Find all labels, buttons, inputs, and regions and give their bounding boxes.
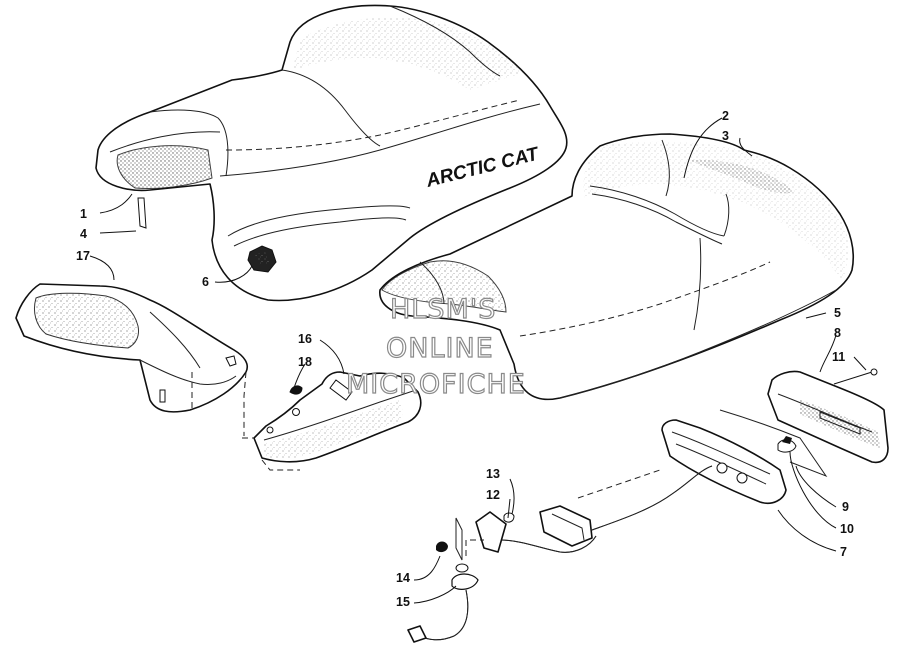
callout-9: 9 <box>842 500 849 514</box>
callout-8: 8 <box>834 326 841 340</box>
side-panel-17 <box>15 283 249 436</box>
watermark-line-3: MICROFICHE <box>346 369 526 400</box>
taillight-lens-8 <box>767 368 889 464</box>
wiring-harness <box>407 465 713 643</box>
taillight-housing-7 <box>661 409 828 505</box>
callout-13: 13 <box>486 467 500 481</box>
callout-12: 12 <box>486 488 500 502</box>
callout-11: 11 <box>832 350 845 364</box>
callout-14: 14 <box>396 571 410 585</box>
seat-lower-assembly <box>379 133 855 401</box>
bracket-panel-16 <box>242 371 422 471</box>
watermark-line-2: ONLINE <box>386 333 494 364</box>
seat-upper-assembly: ARCTIC CAT <box>95 4 568 302</box>
callout-2: 2 <box>722 109 729 123</box>
callout-5: 5 <box>834 306 841 320</box>
callout-4: 4 <box>80 227 87 241</box>
callout-17: 17 <box>76 249 90 263</box>
callout-leader-lines <box>89 117 867 604</box>
watermark: HLSM'S ONLINE MICROFICHE <box>345 293 526 400</box>
callout-6: 6 <box>202 275 209 289</box>
callout-7: 7 <box>840 545 847 559</box>
callout-16: 16 <box>298 332 312 346</box>
callout-labels: 1 4 2 3 5 6 7 8 9 10 11 12 13 14 15 16 1… <box>76 109 854 609</box>
callout-3: 3 <box>722 129 729 143</box>
callout-1: 1 <box>80 207 87 221</box>
callout-18: 18 <box>298 355 312 369</box>
watermark-line-1: HLSM'S <box>390 294 496 325</box>
callout-10: 10 <box>840 522 854 536</box>
callout-15: 15 <box>396 595 410 609</box>
